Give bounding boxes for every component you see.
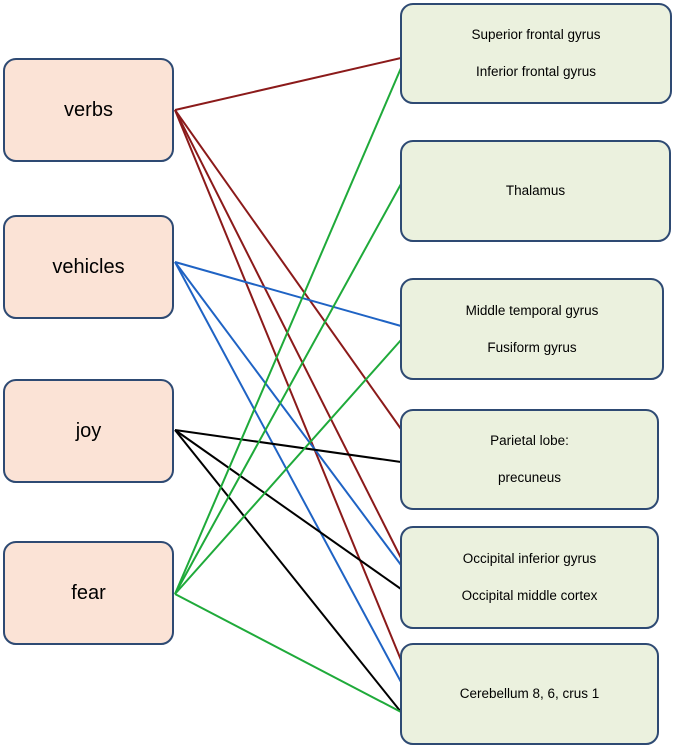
region-box-frontal: Superior frontal gyrus Inferior frontal …: [400, 3, 672, 104]
category-label-fear: fear: [71, 581, 106, 604]
edge-verbs-parietal: [174, 109, 402, 430]
region-label-precuneus: precuneus: [497, 470, 562, 485]
category-label-vehicles: vehicles: [52, 255, 125, 278]
edge-joy-cerebellum: [174, 429, 402, 713]
edge-fear-temporal: [174, 339, 402, 595]
category-label-verbs: verbs: [64, 98, 113, 121]
region-box-thalamus: Thalamus: [400, 140, 671, 242]
edge-fear-thalamus: [174, 183, 402, 595]
edge-vehicles-cerebellum: [174, 261, 402, 683]
region-label-parietal-lobe: Parietal lobe:: [490, 433, 569, 448]
region-label-middle-temporal-gyrus: Middle temporal gyrus: [465, 302, 599, 318]
region-label-inferior-frontal-gyrus: Inferior frontal gyrus: [475, 64, 597, 79]
category-box-joy: joy: [3, 379, 174, 483]
connection-lines: [174, 57, 402, 713]
category-box-fear: fear: [3, 541, 174, 645]
region-box-temporal: Middle temporal gyrus Fusiform gyrus: [400, 278, 664, 380]
edge-verbs-frontal: [174, 57, 402, 111]
region-label-occipital-middle-cortex: Occipital middle cortex: [461, 588, 598, 603]
edge-vehicles-occipital: [174, 261, 402, 566]
region-box-parietal: Parietal lobe: precuneus: [400, 409, 659, 510]
category-box-verbs: verbs: [3, 58, 174, 162]
region-box-cerebellum: Cerebellum 8, 6, crus 1: [400, 643, 659, 745]
region-label-fusiform-gyrus: Fusiform gyrus: [487, 339, 577, 355]
region-label-thalamus: Thalamus: [505, 183, 566, 198]
region-label-superior-frontal-gyrus: Superior frontal gyrus: [471, 27, 601, 42]
region-label-occipital-inferior-gyrus: Occipital inferior gyrus: [462, 551, 597, 566]
edge-fear-frontal: [174, 67, 402, 595]
edge-joy-occipital: [174, 429, 402, 590]
region-box-occipital: Occipital inferior gyrus Occipital middl…: [400, 526, 659, 629]
edge-joy-parietal: [174, 429, 402, 463]
edge-vehicles-temporal: [174, 261, 402, 327]
category-label-joy: joy: [75, 419, 102, 442]
category-box-vehicles: vehicles: [3, 215, 174, 319]
region-label-cerebellum: Cerebellum 8, 6, crus 1: [459, 686, 600, 701]
edge-fear-cerebellum: [174, 593, 402, 713]
edge-verbs-cerebellum: [174, 109, 402, 661]
edge-verbs-occipital: [174, 109, 402, 559]
